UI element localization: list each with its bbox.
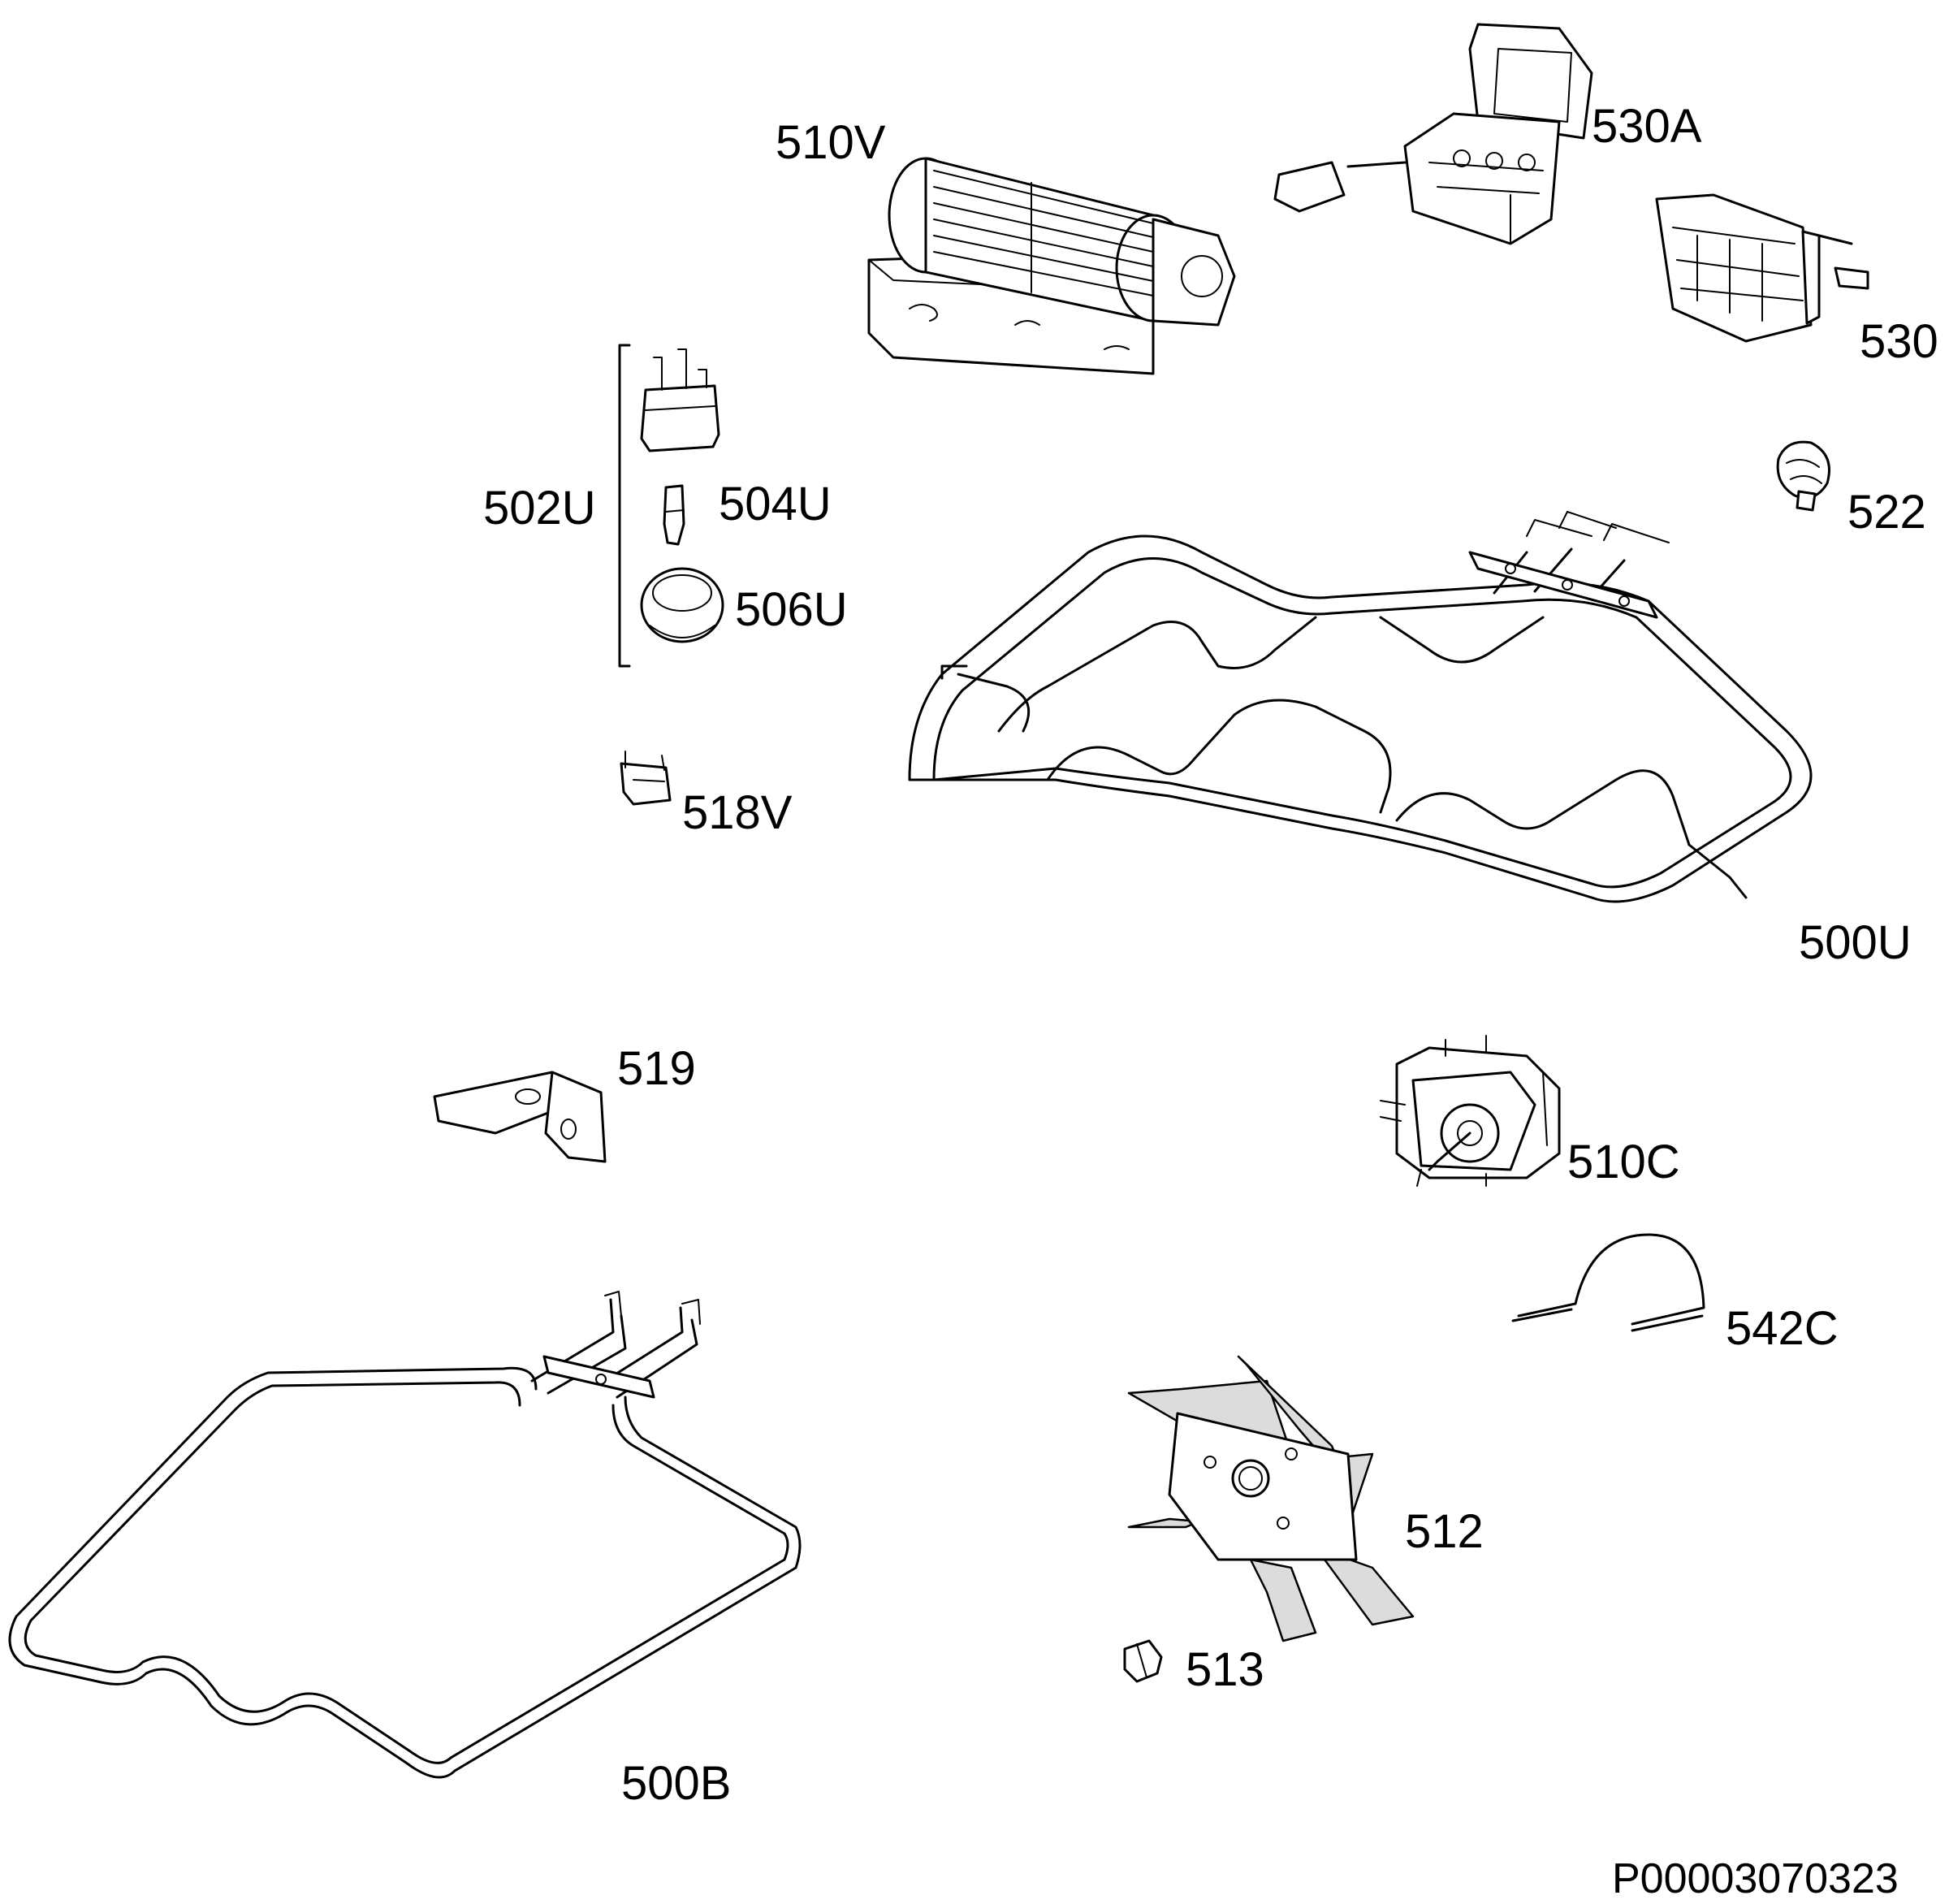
label-513: 513	[1186, 1643, 1264, 1696]
label-530: 530	[1860, 315, 1938, 368]
label-542C: 542C	[1726, 1302, 1839, 1355]
bottom-heating-element-icon	[8, 1291, 802, 1779]
label-500B: 500B	[621, 1757, 731, 1810]
cable-clamp-icon	[1776, 440, 1830, 512]
lamp-bulb-icon	[663, 484, 685, 546]
small-bracket-icon	[620, 751, 672, 806]
label-504U: 504U	[719, 478, 832, 530]
label-510V: 510V	[776, 116, 886, 169]
top-heating-element-icon	[908, 511, 1813, 903]
fan-motor-icon	[1380, 1035, 1561, 1187]
label-502U: 502U	[483, 482, 596, 534]
label-512: 512	[1405, 1505, 1484, 1558]
label-500U: 500U	[1799, 916, 1912, 969]
lamp-assembly-bracket-icon	[618, 344, 720, 668]
lamp-cover-icon	[640, 567, 724, 643]
connector-block-icon	[1655, 193, 1869, 343]
fan-blade-icon	[1127, 1355, 1415, 1642]
terminal-block-icon	[1273, 23, 1593, 245]
label-506U: 506U	[735, 583, 848, 636]
tangential-fan-icon	[867, 157, 1236, 375]
nut-icon	[1123, 1639, 1163, 1683]
label-522: 522	[1847, 486, 1926, 539]
label-510C: 510C	[1567, 1136, 1680, 1188]
label-530A: 530A	[1592, 100, 1702, 153]
drawing-code: P00003070323	[1612, 1855, 1899, 1902]
label-518V: 518V	[682, 786, 793, 839]
spring-clip-icon	[1511, 1233, 1705, 1332]
mounting-bracket-icon	[433, 1071, 607, 1163]
label-519: 519	[617, 1042, 696, 1095]
part-labels: 510V 530A 530 502U 504U 506U 522 518V 50…	[483, 100, 1938, 1902]
